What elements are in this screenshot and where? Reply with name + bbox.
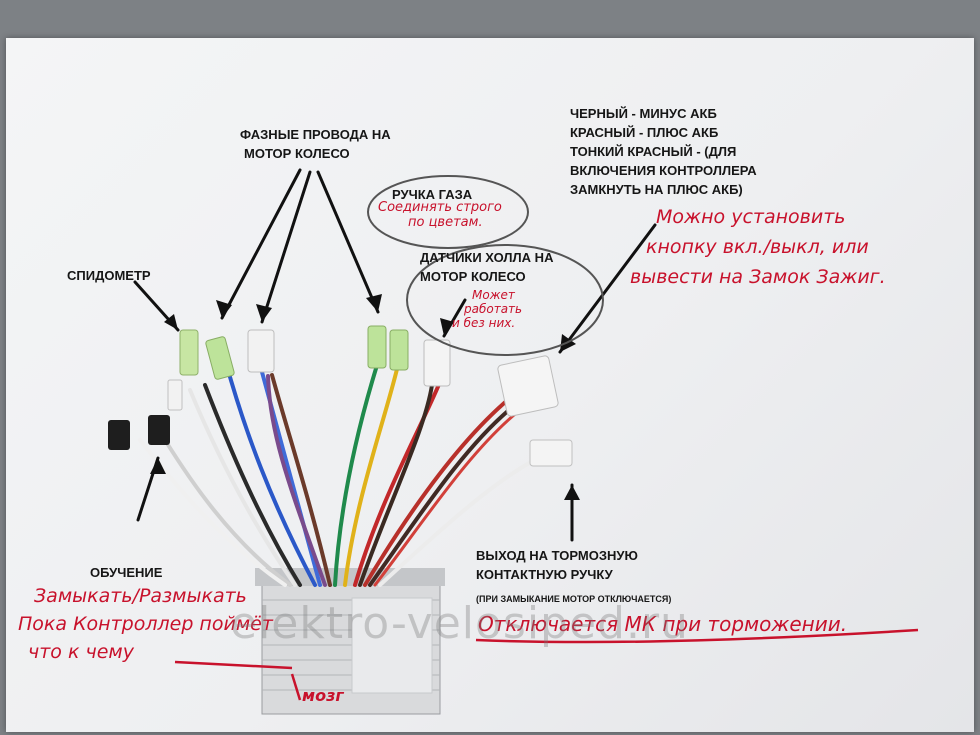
connector-small-white [167,379,183,411]
brake-underline [475,628,919,644]
wire-black-hall [358,383,434,587]
controller-label-sticker [351,597,433,694]
connector-phase-2 [367,325,387,369]
connector-battery [497,355,559,417]
connector-hall [423,339,451,387]
brain-arrow [290,673,302,701]
label-speedometer: СПИДОМЕТР [67,268,151,283]
arrow-battery [558,223,657,354]
throttle-outline [367,175,529,249]
hall-outline [406,244,604,356]
connector-phase-3 [389,329,409,371]
connectors [108,325,573,467]
wire-gray-learning [163,438,292,587]
learning-pointer [174,660,293,670]
controller-top-strip [255,568,445,586]
wire-black-speedo [203,383,302,587]
arrow-phase-left [220,168,302,320]
wire-red-battery [363,396,512,587]
connector-speedo [179,329,199,376]
wire-bundle [138,360,547,587]
arrow-phase-right [316,170,380,314]
arrow-phase-middle [260,170,312,324]
connector-learning-1 [108,420,130,450]
note-controller: мозг [302,686,344,705]
wire-white-brake [378,453,547,587]
wire-green-phase [333,360,380,587]
wire-thin-red [373,408,522,587]
watermark: elektro-velosiped.ru [230,598,689,649]
wire-yellow-phase [343,363,400,587]
wire-purple [266,374,327,587]
red-strokes [174,628,919,701]
connector-throttle [247,329,275,373]
wire-blue-phase [226,368,317,587]
wire-black-battery [368,403,517,587]
wire-brown [270,373,332,587]
connector-phase-1 [205,336,235,380]
wire-red-hall [353,380,442,587]
label-brake-note: (ПРИ ЗАМЫКАНИЕ МОТОР ОТКЛЮЧАЕТСЯ) [476,594,672,604]
paper-sheet [6,38,974,732]
connector-learning-2 [148,415,170,445]
label-throttle: РУЧКА ГАЗА [392,187,473,202]
wire-white-learning [138,438,287,587]
wire-white-speedo [188,388,297,587]
arrowheads [150,294,580,500]
sketch-outlines [367,175,604,356]
connector-brake [529,439,573,467]
label-learning: ОБУЧЕНИЕ [90,565,163,580]
note-brake: Отключается МК при торможении. [478,612,848,636]
